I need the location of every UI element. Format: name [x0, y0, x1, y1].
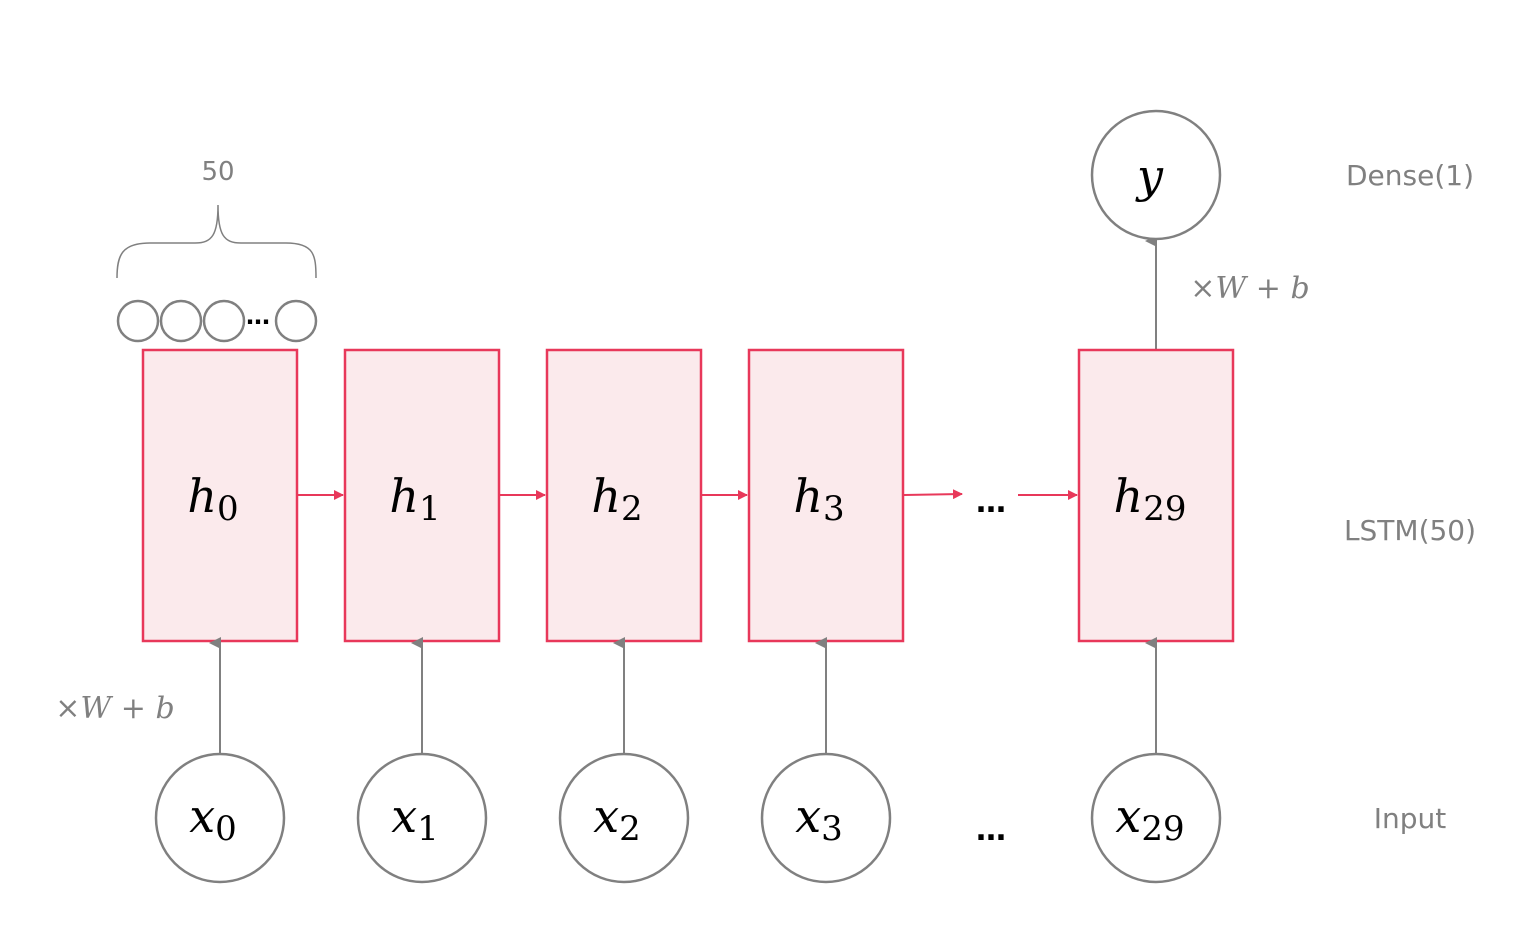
cell-label: h3 — [793, 469, 844, 529]
cell-label: h29 — [1114, 469, 1187, 529]
node-circle — [1090, 752, 1222, 884]
cell-box — [747, 348, 905, 643]
hidden-units: … — [116, 299, 318, 343]
lstm-cell-0: h0 — [141, 348, 299, 643]
cell-box — [1077, 348, 1235, 643]
unit-circle — [274, 299, 318, 343]
input-node-2: x2 — [558, 752, 690, 884]
lstm-cell-29: h29 — [1077, 348, 1235, 643]
node-label: x29 — [1115, 789, 1184, 849]
cell-label: h0 — [187, 469, 238, 529]
input-nodes: x0 x1 x2 x3 … x29 — [154, 752, 1222, 884]
node-label: x0 — [189, 789, 237, 849]
units-ellipsis: … — [246, 302, 270, 330]
lstm-cell-2: h2 — [545, 348, 703, 643]
units-label: 50 — [201, 157, 234, 187]
lstm-cell-1: h1 — [343, 348, 501, 643]
lstm-cell-3: h3 — [747, 348, 905, 643]
input-node-29: x29 — [1090, 752, 1222, 884]
input-node-0: x0 — [154, 752, 286, 884]
lstm-cells: h0 h1 h2 h3 h29 — [141, 348, 1235, 643]
cell-label: h2 — [591, 469, 642, 529]
node-label: x2 — [593, 789, 641, 849]
units-brace — [116, 204, 317, 279]
cell-box — [141, 348, 299, 643]
unit-circle — [116, 299, 160, 343]
input-ellipsis: … — [976, 813, 1006, 848]
node-circle — [356, 752, 488, 884]
node-label: x1 — [391, 789, 439, 849]
cell-label: h1 — [389, 469, 440, 529]
unit-circle — [202, 299, 246, 343]
node-circle — [760, 752, 892, 884]
layer-label-lstm: LSTM(50) — [1344, 514, 1476, 547]
input-node-3: x3 — [760, 752, 892, 884]
node-circle — [558, 752, 690, 884]
node-circle — [154, 752, 286, 884]
weight-label-output: ×W + b — [1190, 271, 1309, 306]
layer-label-dense: Dense(1) — [1346, 159, 1474, 192]
recurrent-arrow — [903, 489, 963, 500]
node-label: x3 — [795, 789, 843, 849]
output-label: y — [1135, 149, 1164, 203]
weight-label-input: ×W + b — [55, 691, 174, 726]
layer-label-input: Input — [1374, 802, 1447, 835]
unit-circle — [159, 299, 203, 343]
cell-box — [343, 348, 501, 643]
cell-ellipsis: … — [976, 485, 1006, 520]
input-node-1: x1 — [356, 752, 488, 884]
output-node — [1090, 109, 1222, 241]
